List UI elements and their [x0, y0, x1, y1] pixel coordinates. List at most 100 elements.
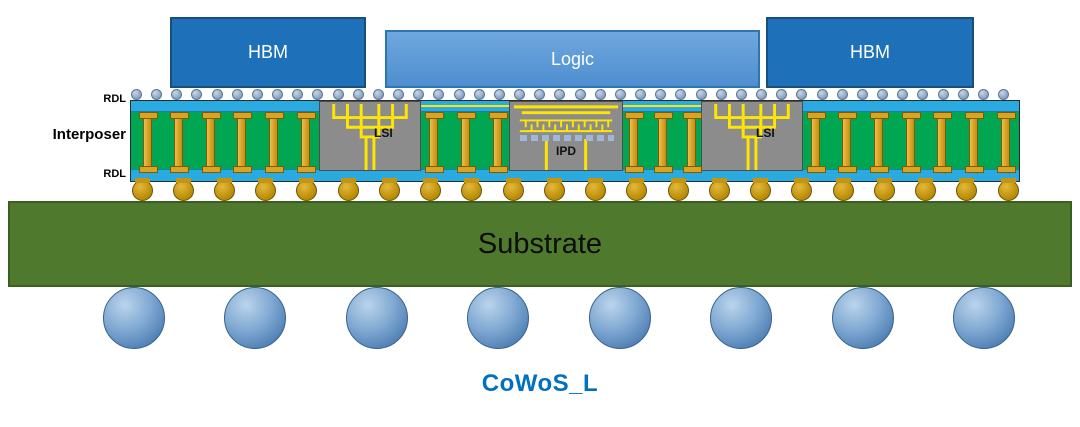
tsv-via — [806, 112, 826, 173]
c4-bump — [378, 178, 400, 201]
tsv-via — [996, 112, 1016, 173]
bga-ball — [953, 287, 1015, 349]
tsv-via — [869, 112, 889, 173]
micro-bump — [614, 89, 626, 100]
micro-bump — [433, 89, 445, 100]
micro-bump — [756, 89, 768, 100]
tsv-via — [296, 112, 316, 173]
interposer-label: Interposer — [52, 126, 126, 143]
rdl-top-label: RDL — [103, 93, 126, 105]
micro-bump — [594, 89, 606, 100]
micro-bump — [977, 89, 989, 100]
tsv-via — [838, 112, 858, 173]
micro-bump — [937, 89, 949, 100]
micro-bump — [877, 89, 889, 100]
ipd-microbump-row — [520, 135, 614, 141]
tsv-via — [682, 112, 702, 173]
micro-bump — [836, 89, 848, 100]
interposer: LSI IPD LSI — [130, 100, 1020, 182]
micro-bump — [372, 89, 384, 100]
diagram-title: CoWoS_L — [481, 370, 599, 397]
micro-bump — [675, 89, 687, 100]
micro-bump — [272, 89, 284, 100]
c4-bump — [461, 178, 483, 201]
ipd-structure — [513, 105, 619, 170]
lsi-right-label: LSI — [756, 126, 775, 141]
c4-bump — [502, 178, 524, 201]
rdl-bottom-label: RDL — [103, 168, 126, 180]
c4-bump — [873, 178, 895, 201]
micro-bump — [735, 89, 747, 100]
bga-ball — [588, 287, 651, 349]
micro-bump — [231, 89, 243, 100]
c4-bump — [997, 178, 1019, 201]
micro-bump — [655, 89, 667, 100]
micro-bump — [998, 89, 1009, 100]
c4-bump — [791, 178, 813, 201]
micro-bump — [534, 89, 546, 100]
micro-bump — [917, 89, 929, 100]
micro-bump — [211, 89, 223, 100]
micro-bump — [897, 89, 909, 100]
c4-bump — [255, 178, 277, 201]
lsi-bridge-die-left: LSI — [319, 101, 421, 171]
micro-bump — [171, 89, 183, 100]
logic-die: Logic — [385, 30, 760, 88]
c4-bump — [832, 178, 854, 201]
micro-bump — [312, 89, 324, 100]
c4-bump — [626, 178, 648, 201]
micro-bump — [635, 89, 647, 100]
tsv-via — [624, 112, 644, 173]
tsv-via — [901, 112, 921, 173]
tsv-via — [933, 112, 953, 173]
c4-bump — [750, 178, 772, 201]
hbm-die-right: HBM — [766, 17, 974, 88]
c4-bump — [172, 178, 194, 201]
lsi-wiring — [332, 103, 408, 170]
tsv-via — [233, 112, 253, 173]
bga-ball-row — [0, 287, 1080, 349]
tsv-via — [456, 112, 476, 173]
lsi-bridge-die-right: LSI — [701, 101, 803, 171]
micro-bump — [151, 89, 163, 100]
bga-ball — [710, 287, 773, 349]
tsv-via — [488, 112, 508, 173]
tsv-via — [964, 112, 984, 173]
micro-bump — [856, 89, 868, 100]
micro-bump — [393, 89, 405, 100]
micro-bump — [251, 89, 263, 100]
tsv-via — [201, 112, 221, 173]
microbump-row — [131, 89, 1009, 100]
micro-bump — [957, 89, 969, 100]
c4-bump — [337, 178, 359, 201]
c4-bump — [213, 178, 235, 201]
tsv-via — [170, 112, 190, 173]
micro-bump — [473, 89, 485, 100]
hbm-left-label: HBM — [248, 42, 288, 62]
micro-bump — [292, 89, 304, 100]
micro-bump — [514, 89, 526, 100]
c4-bump — [131, 178, 153, 201]
micro-bump — [554, 89, 566, 100]
substrate: Substrate — [8, 201, 1072, 287]
micro-bump — [453, 89, 465, 100]
logic-label: Logic — [550, 48, 595, 69]
bga-ball — [224, 287, 287, 349]
micro-bump — [493, 89, 505, 100]
c4-bump-row — [130, 178, 1020, 202]
lsi-wiring — [714, 103, 790, 170]
micro-bump — [776, 89, 788, 100]
micro-bump — [574, 89, 586, 100]
c4-bump — [296, 178, 318, 201]
substrate-label: Substrate — [477, 227, 603, 260]
micro-bump — [413, 89, 425, 100]
micro-bump — [191, 89, 203, 100]
bga-ball — [831, 287, 894, 349]
c4-bump — [708, 178, 730, 201]
bga-ball — [103, 287, 165, 349]
bga-ball — [467, 287, 530, 349]
tsv-via — [138, 112, 158, 173]
ipd-die: IPD — [509, 101, 623, 171]
c4-bump — [667, 178, 689, 201]
